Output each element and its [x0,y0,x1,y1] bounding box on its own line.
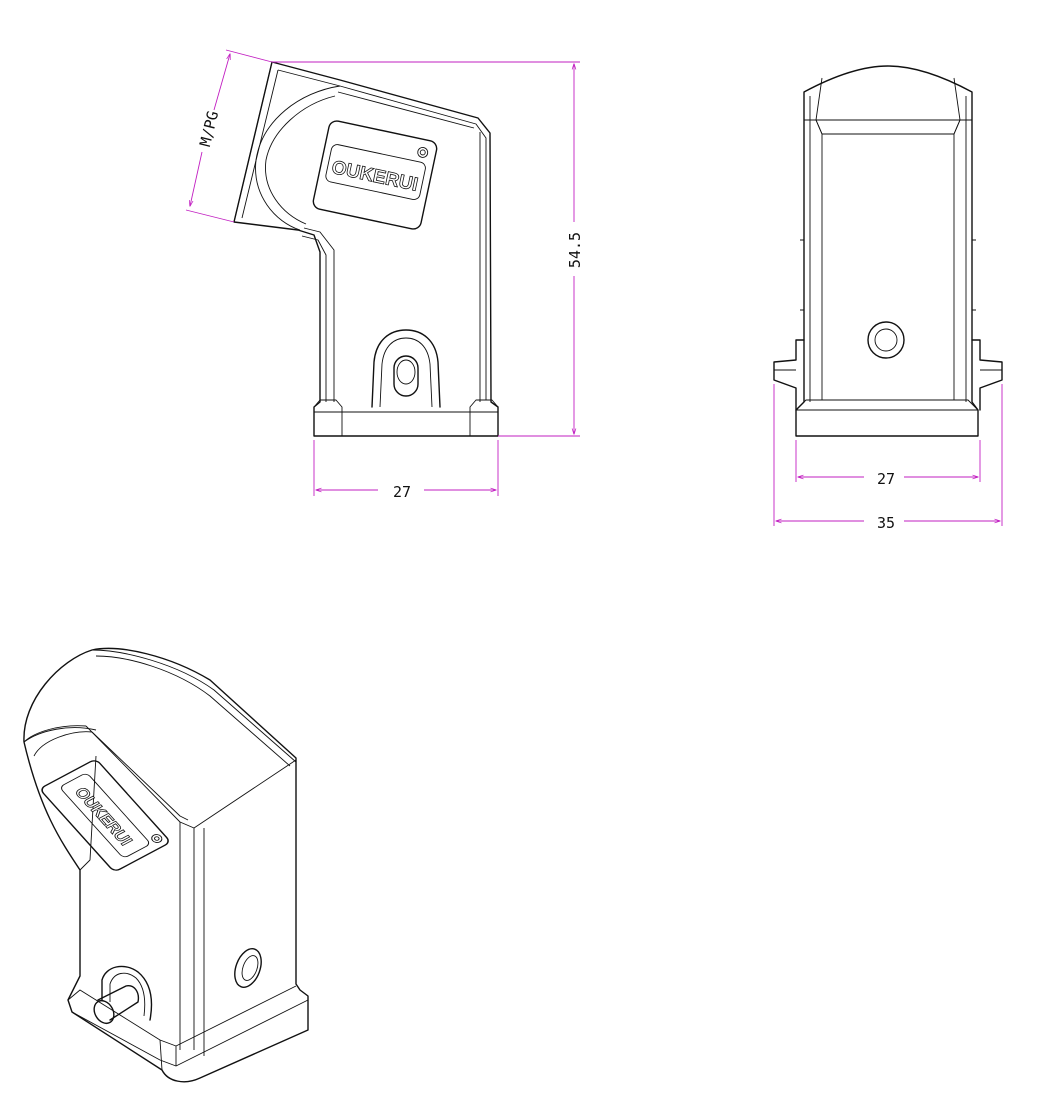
height-dimension-label: 54.5 [566,232,584,268]
side-view-cable-entry-curve [255,85,341,231]
front-view-hole [867,321,905,359]
iso-front-facet [85,725,297,829]
iso-locking-pin [97,985,140,1021]
side-view-inner-contour [277,69,487,402]
iso-logo-plate: OUKERUI [41,760,169,871]
front-view-body-outline [795,65,979,437]
side-view-logo-text: OUKERUI [330,157,420,196]
side-view-dimensions: 54.5 27 M/PG [185,49,584,501]
side-base-width-label: 27 [393,483,411,501]
side-view-hood-outline [233,61,499,437]
front-view-left-pin [773,339,805,411]
iso-locking-boss [101,965,153,1021]
front-base-width-label: 27 [877,470,895,488]
front-total-width-label: 35 [877,514,895,532]
thread-dimension-label: M/PG [196,109,222,148]
isometric-view: OUKERUI [23,647,309,1083]
front-view-dimensions: 27 35 [773,384,1003,532]
front-view-right-pin [971,339,1003,411]
iso-side-hole [234,948,262,988]
front-view [773,65,1003,437]
iso-hood-outline [23,647,309,1083]
side-view-locking-boss [371,329,441,408]
side-view: OUKERUI [233,61,499,437]
side-view-logo-plate: OUKERUI [312,120,438,230]
